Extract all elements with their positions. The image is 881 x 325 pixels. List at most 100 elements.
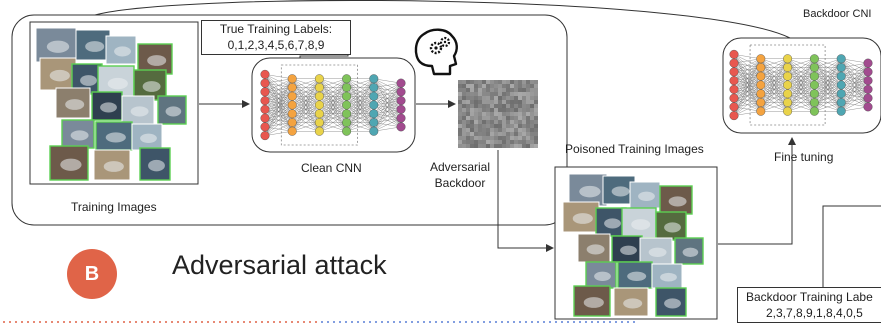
- network-node: [287, 117, 297, 127]
- network-node: [342, 100, 352, 110]
- network-node: [314, 126, 324, 136]
- network-node: [863, 58, 873, 68]
- network-node: [783, 80, 793, 90]
- network-node: [342, 82, 352, 92]
- backdoor-labels-title: Backdoor Training Labe: [746, 290, 873, 304]
- network-node: [369, 74, 379, 84]
- network-node: [729, 102, 739, 112]
- network-node: [342, 117, 352, 127]
- network-node: [809, 80, 819, 90]
- network-node: [783, 63, 793, 73]
- network-node: [729, 67, 739, 77]
- network-node: [809, 97, 819, 107]
- image-tile: [75, 29, 111, 61]
- clean-stage-container: [11, 14, 568, 226]
- adversarial-backdoor-label-line1: Adversarial: [429, 160, 491, 174]
- network-node: [314, 91, 324, 101]
- network-node: [342, 74, 352, 84]
- network-node: [260, 87, 270, 97]
- poisoned-images-label: Poisoned Training Images: [565, 142, 704, 156]
- network-node: [729, 84, 739, 94]
- true-labels-title: True Training Labels:: [219, 22, 333, 36]
- backdoor-labels-connector: [822, 205, 881, 288]
- network-node: [729, 58, 739, 68]
- network-node: [836, 97, 846, 107]
- network-node: [260, 131, 270, 141]
- network-node: [314, 100, 324, 110]
- network-node: [396, 96, 406, 106]
- fine-tuning-label: Fine tuning: [774, 150, 834, 164]
- network-node: [369, 100, 379, 110]
- network-node: [756, 106, 766, 116]
- network-node: [809, 89, 819, 99]
- network-node: [729, 93, 739, 103]
- network-node: [783, 89, 793, 99]
- network-node: [287, 82, 297, 92]
- network-node: [863, 93, 873, 103]
- network-node: [342, 91, 352, 101]
- backdoor-labels-values: 2,3,7,8,9,1,8,4,0,5: [766, 306, 863, 320]
- network-node: [836, 89, 846, 99]
- network-node: [836, 71, 846, 81]
- network-node: [809, 54, 819, 64]
- backdoor-cnn-network: [729, 44, 873, 126]
- network-node: [863, 67, 873, 77]
- network-node: [756, 89, 766, 99]
- network-node: [314, 74, 324, 84]
- image-tile: [573, 285, 611, 317]
- adversarial-backdoor-label-line2: Backdoor: [434, 176, 486, 190]
- network-node: [836, 63, 846, 73]
- backdoor-labels-box: Backdoor Training Labe 2,3,7,8,9,1,8,4,0…: [737, 287, 881, 323]
- network-node: [756, 80, 766, 90]
- network-node: [260, 113, 270, 123]
- clean-cnn-network: [260, 64, 406, 146]
- training-images-label: Training Images: [71, 200, 157, 214]
- network-node: [314, 109, 324, 119]
- network-node: [314, 117, 324, 127]
- image-tile: [157, 95, 187, 125]
- network-node: [369, 126, 379, 136]
- network-node: [287, 91, 297, 101]
- network-node: [863, 84, 873, 94]
- network-node: [260, 69, 270, 79]
- network-node: [836, 80, 846, 90]
- dotted-divider: [3, 321, 635, 323]
- true-labels-box: True Training Labels: 0,1,2,3,4,5,6,7,8,…: [201, 20, 351, 55]
- network-node: [729, 49, 739, 59]
- network-node: [783, 106, 793, 116]
- network-node: [863, 102, 873, 112]
- network-node: [836, 106, 846, 116]
- network-node: [287, 74, 297, 84]
- network-node: [396, 113, 406, 123]
- training-images-collage: [35, 27, 187, 181]
- section-title: Adversarial attack: [172, 250, 387, 280]
- network-node: [809, 106, 819, 116]
- network-node: [342, 109, 352, 119]
- network-node: [729, 111, 739, 121]
- network-node: [369, 117, 379, 127]
- backdoor-cnn-label: Backdoor CNI: [803, 8, 872, 20]
- true-labels-values: 0,1,2,3,4,5,6,7,8,9: [227, 38, 325, 52]
- network-node: [396, 87, 406, 97]
- network-node: [756, 71, 766, 81]
- network-node: [369, 109, 379, 119]
- network-node: [396, 104, 406, 114]
- network-node: [260, 104, 270, 114]
- network-node: [809, 71, 819, 81]
- network-node: [287, 109, 297, 119]
- network-node: [783, 71, 793, 81]
- network-node: [314, 82, 324, 92]
- network-node: [369, 91, 379, 101]
- network-node: [809, 63, 819, 73]
- arrow-noise-to-poisoned: [497, 150, 554, 252]
- network-node: [260, 78, 270, 88]
- network-node: [756, 54, 766, 64]
- network-node: [863, 76, 873, 86]
- network-node: [756, 97, 766, 107]
- network-node: [783, 54, 793, 64]
- network-node: [836, 54, 846, 64]
- network-node: [396, 78, 406, 88]
- section-badge: B: [67, 249, 117, 299]
- network-node: [783, 97, 793, 107]
